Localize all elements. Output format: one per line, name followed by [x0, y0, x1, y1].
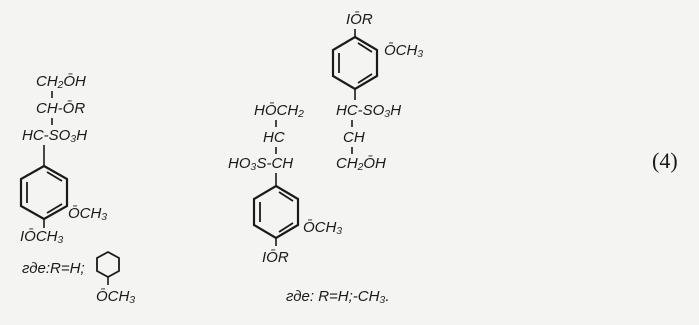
- left-structure: CH₂ŌH CH-ŌR HC-SO₃H ŌCH₃ IŌCH₃ где:R=H; …: [19, 73, 135, 305]
- left-legend-phenyl-ring: [96, 250, 120, 279]
- left-ring-double-bond-2: [46, 171, 63, 182]
- left-ch-or-label: CH-ŌR: [36, 100, 85, 117]
- right-top-och3-label: ŌCH₃: [384, 42, 423, 59]
- right-legend-text: где: R=H;-CH₃.: [286, 288, 390, 305]
- right-top-structure: IŌR ŌCH₃ HC-SO₃H CH CH₂ŌH: [331, 11, 423, 172]
- right-bottom-or-label: IŌR: [262, 249, 289, 266]
- left-legend-och3: ŌCH₃: [96, 288, 135, 305]
- right-bottom-hoch2-label: HŌCH₂: [254, 102, 304, 119]
- left-och3-label: ŌCH₃: [68, 205, 107, 222]
- right-bottom-ho3s-ch-label: HO₃S-CH: [228, 155, 293, 172]
- right-top-ring-double-bond-3: [357, 73, 373, 84]
- left-ring-double-bond-3: [46, 203, 63, 214]
- right-bottom-ring-double-bond-3: [278, 222, 294, 233]
- left-och3-bottom-label: IŌCH₃: [20, 228, 64, 245]
- right-bottom-ring-double-bond-2: [278, 191, 294, 202]
- right-bottom-och3-label: ŌCH₃: [303, 219, 342, 236]
- left-ch2oh-label: CH₂ŌH: [36, 73, 86, 90]
- right-bottom-structure: HŌCH₂ HC HO₃S-CH ŌCH₃ IŌR: [228, 102, 342, 266]
- right-top-or-label: IŌR: [346, 11, 373, 28]
- equation-number: (4): [652, 148, 678, 173]
- right-top-ch2oh-label: CH₂ŌH: [336, 155, 386, 172]
- right-top-ring-double-bond-2: [357, 42, 373, 53]
- left-legend-text: где:R=H;: [22, 260, 85, 277]
- right-bottom-hc-label: HC: [263, 129, 285, 146]
- left-hc-so3h-label: HC-SO₃H: [22, 127, 87, 144]
- right-top-hc-so3h-label: HC-SO₃H: [336, 102, 401, 119]
- right-top-ch-label: CH: [343, 129, 365, 146]
